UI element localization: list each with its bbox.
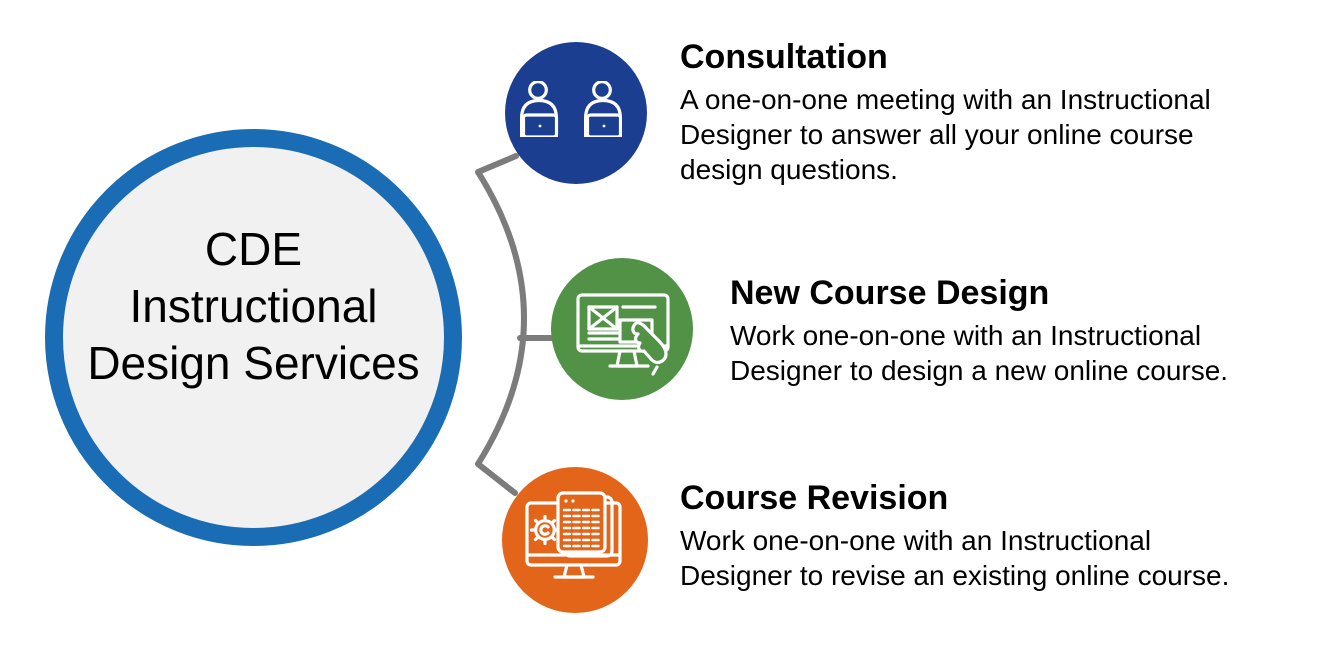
hub-title: CDE Instructional Design Services xyxy=(87,223,420,389)
service-circle-new-course-design xyxy=(551,258,693,400)
gear-icon xyxy=(529,514,561,546)
service-circle-course-revision xyxy=(502,467,648,613)
service-title: Course Revision xyxy=(680,479,949,517)
monitor-gear-document-icon xyxy=(525,491,622,579)
service-text-new-course-design: New Course Design Work one-on-one with a… xyxy=(730,272,1228,388)
service-description: A one-on-one meeting with an Instruction… xyxy=(680,84,1211,185)
hub-circle: CDE Instructional Design Services xyxy=(45,129,462,546)
service-text-course-revision: Course Revision Work one-on-one with an … xyxy=(680,477,1229,593)
monitor-wireframe-hand-icon xyxy=(576,293,670,376)
service-text-consultation: Consultation A one-on-one meeting with a… xyxy=(680,36,1211,187)
service-circle-consultation xyxy=(505,42,647,184)
two-people-at-laptops-icon xyxy=(520,81,622,137)
service-title: Consultation xyxy=(680,38,888,76)
service-description: Work one-on-one with an Instructional De… xyxy=(680,525,1230,591)
service-description: Work one-on-one with an Instructional De… xyxy=(730,320,1229,386)
service-title: New Course Design xyxy=(730,274,1050,312)
